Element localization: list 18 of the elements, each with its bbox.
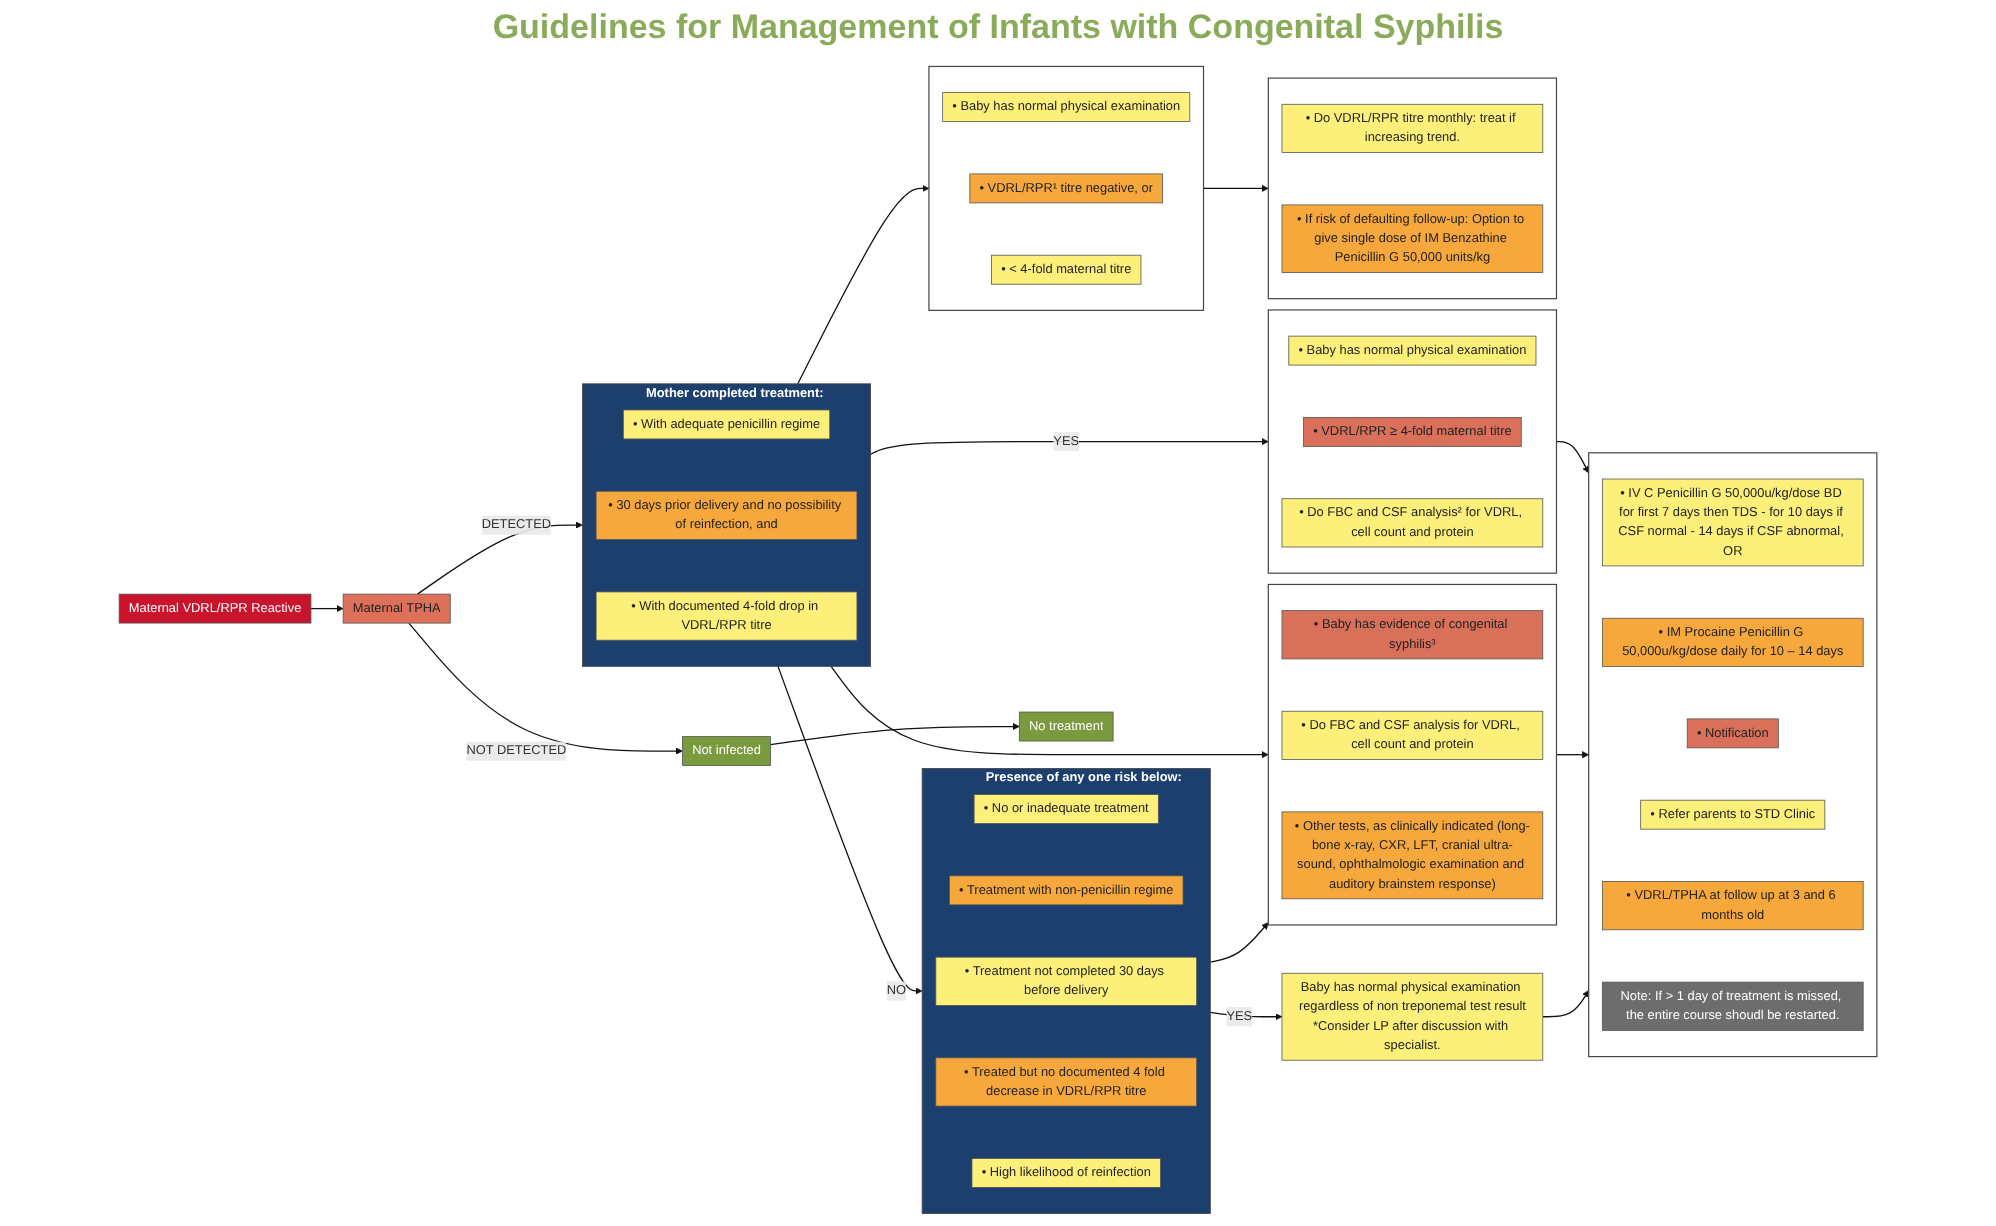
arrow (1202, 184, 1269, 192)
cluster (928, 65, 1205, 311)
arrow (869, 438, 1269, 455)
arrow (777, 665, 923, 995)
arrow (1555, 751, 1589, 759)
arrow (1542, 990, 1589, 1018)
arrow (408, 622, 683, 755)
arrow (769, 723, 1020, 746)
cluster (1267, 309, 1558, 574)
arrow (310, 605, 344, 613)
arrow (1555, 440, 1589, 474)
arrow (1209, 922, 1269, 963)
cluster (1588, 452, 1878, 1058)
cluster (1267, 583, 1558, 926)
arrow (830, 665, 1269, 759)
arrow (797, 184, 930, 385)
diagram-title: Guidelines for Management of Infants with Congenital Syphilis (490, 8, 1506, 48)
cluster (1267, 77, 1558, 300)
